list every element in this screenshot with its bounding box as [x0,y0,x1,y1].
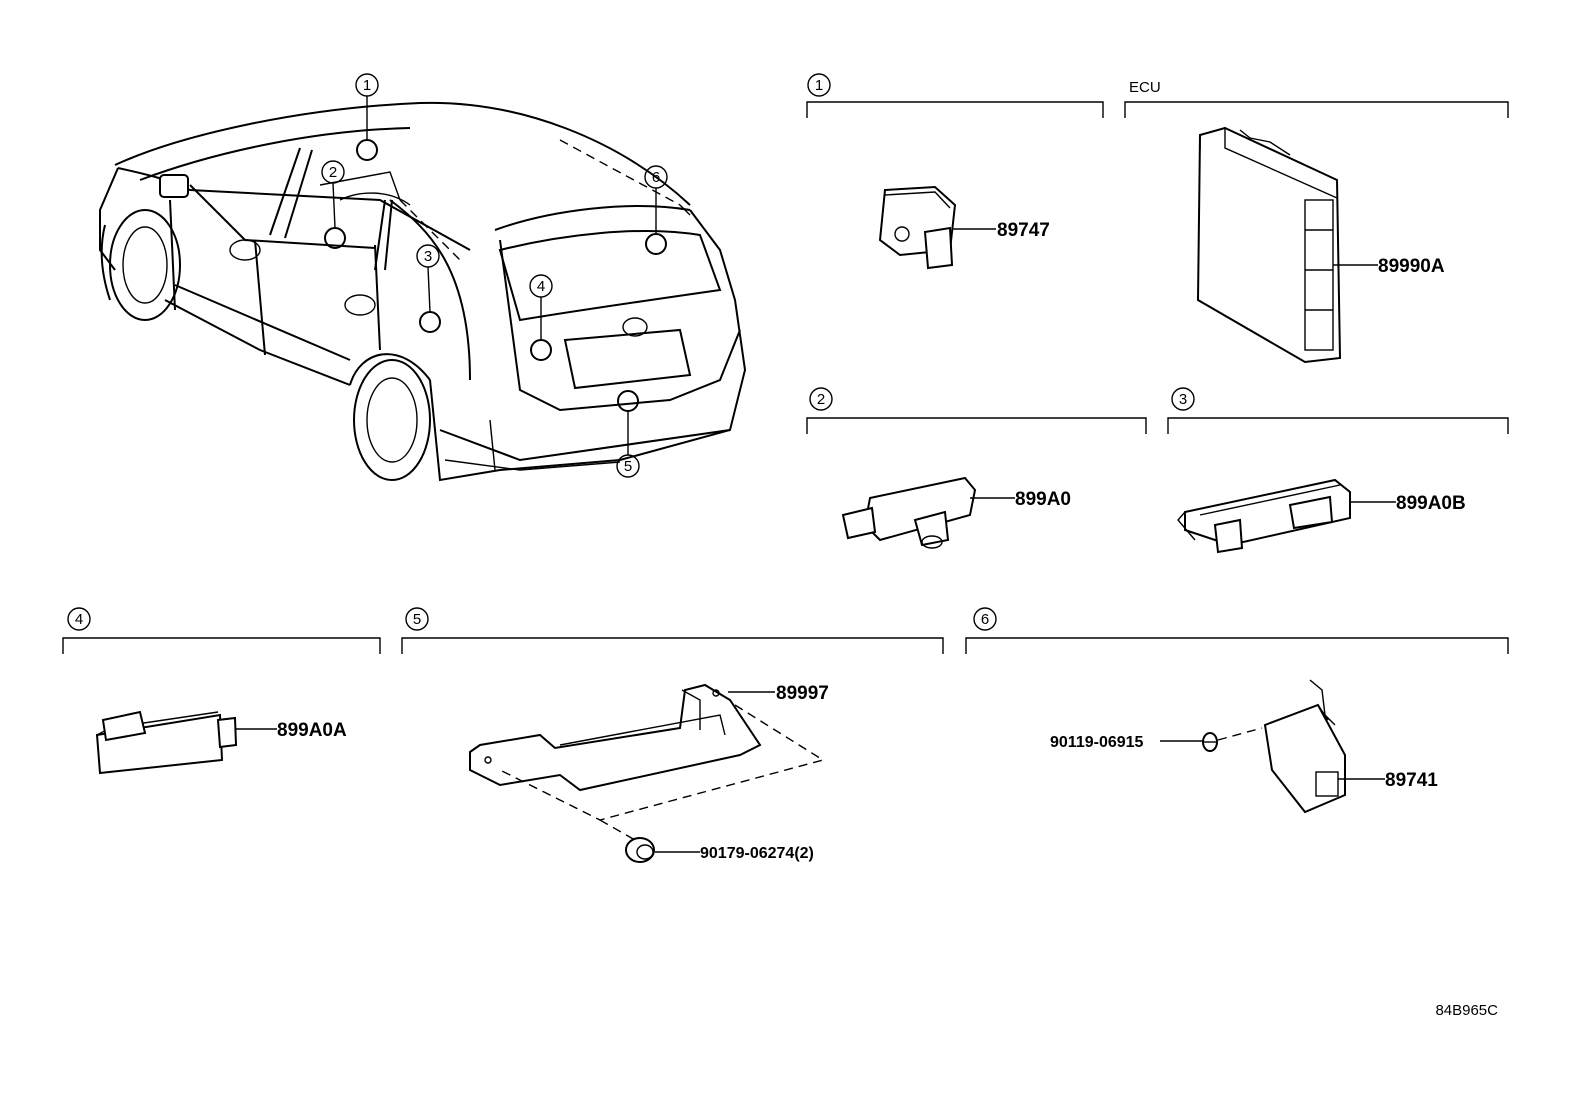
section-4: 4 899A0A [62,607,381,775]
clip-90179-drawing [625,837,655,863]
section-number: 6 [981,611,989,628]
part-number-89741[interactable]: 89741 [1385,770,1438,791]
callout-label: 4 [537,278,545,295]
part-number-89747[interactable]: 89747 [997,220,1050,241]
callout-label: 6 [652,169,660,186]
car-callout-5: 5 [616,454,640,478]
car-callout-3: 3 [416,244,440,268]
callout-label: 5 [624,458,632,475]
sensor-89747-drawing [878,185,957,270]
diagram-code: 84B965C [1435,1002,1498,1019]
screw-90119-drawing [1202,732,1218,752]
section-2: 2 899A0 [806,387,1147,549]
callout-label: 3 [424,248,432,265]
module-89741-drawing [1263,679,1346,814]
car-callout-6: 6 [644,165,668,189]
part-number-899a0a[interactable]: 899A0A [277,720,347,741]
ecu-box-drawing [1196,126,1342,364]
section-number: 1 [815,77,823,94]
part-number-90179[interactable]: 90179-06274(2) [700,845,814,862]
part-number-899a0[interactable]: 899A0 [1015,489,1071,510]
car-callout-1: 1 [355,73,379,97]
antenna-899a0a-drawing [95,710,238,775]
antenna-899a0-drawing [841,476,977,549]
car-callout-2: 2 [321,160,345,184]
car-callout-4: 4 [529,274,553,298]
section-number: 2 [817,391,825,408]
callout-label: 2 [329,164,337,181]
callout-label: 1 [363,77,371,94]
section-5: 5 89997 90179-06274(2) [401,607,944,863]
part-number-89990a[interactable]: 89990A [1378,256,1445,277]
antenna-899a0b-drawing [1177,478,1351,554]
part-number-899a0b[interactable]: 899A0B [1396,493,1466,514]
bracket-89997-drawing [469,683,762,792]
part-number-89997[interactable]: 89997 [776,683,829,704]
section-number: 5 [413,611,421,628]
section-6: 6 90119-06915 89741 [965,607,1509,814]
section-1: 1 89747 [806,73,1104,270]
section-number: 3 [1179,391,1187,408]
section-3: 3 899A0B [1167,387,1509,554]
ecu-header: ECU [1129,79,1161,96]
section-ecu: ECU 89990A [1124,79,1509,364]
section-number: 4 [75,611,83,628]
part-number-90119[interactable]: 90119-06915 [1050,734,1144,751]
vehicle-illustration [99,96,747,482]
